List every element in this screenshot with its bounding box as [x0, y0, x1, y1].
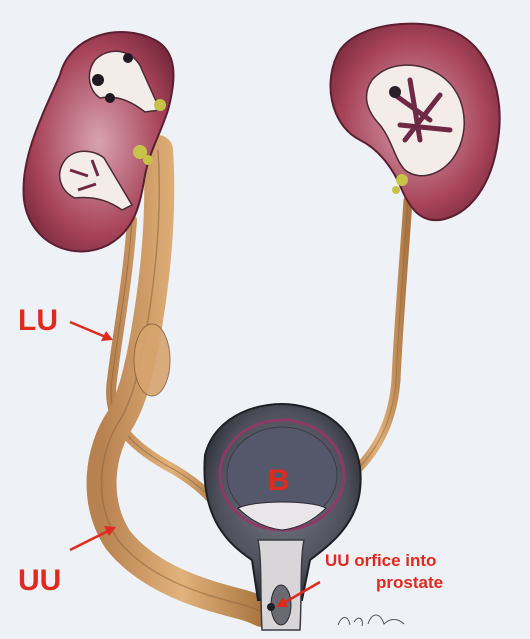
uu-arrow	[69, 526, 116, 552]
left-kidney	[22, 31, 175, 253]
orifice-arrow	[276, 580, 321, 607]
lu-arrow	[69, 320, 113, 341]
label-orifice-line2: prostate	[376, 573, 443, 592]
label-lu: LU	[18, 304, 58, 337]
right-ureter	[345, 195, 413, 481]
artist-signature	[337, 614, 405, 627]
bladder	[203, 403, 362, 631]
label-orifice-line1: UU orfice into	[325, 551, 436, 570]
label-uu: UU	[18, 564, 61, 597]
right-adrenal	[392, 174, 408, 194]
right-kidney	[329, 22, 501, 222]
left-adrenal	[133, 99, 166, 165]
label-bladder: B	[268, 464, 290, 497]
